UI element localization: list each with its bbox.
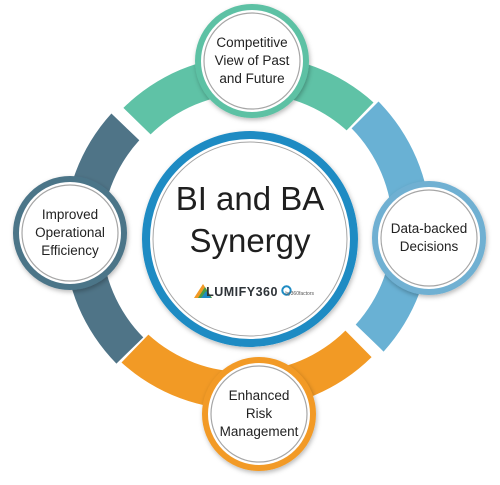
node-circle-top [195,4,309,118]
node-circle-left [13,176,127,290]
center-title: BI and BA Synergy [175,180,325,260]
node-label-right: Data-backed Decisions [390,221,468,254]
lumify-360-ring-icon [281,285,292,296]
arc-segment-top-left [123,55,374,135]
node-label-bottom: Enhanced Risk Management [219,388,299,439]
center-circle [142,131,358,347]
node-label-left: Improved Operational Efficiency [35,207,105,258]
center-ring [142,131,358,347]
arc-segment-bottom-left [64,113,144,364]
node-circle-right [372,181,486,295]
lumify-logo-mark-icon [194,284,212,298]
node-circle-bottom [202,357,316,471]
lumify-logo: LUMIFY360 by360factors [192,283,314,301]
logo-text: LUMIFY360 [206,285,278,299]
node-label-top: Competitive View of Past and Future [214,35,290,86]
logo-suffix: by360factors [285,290,314,297]
